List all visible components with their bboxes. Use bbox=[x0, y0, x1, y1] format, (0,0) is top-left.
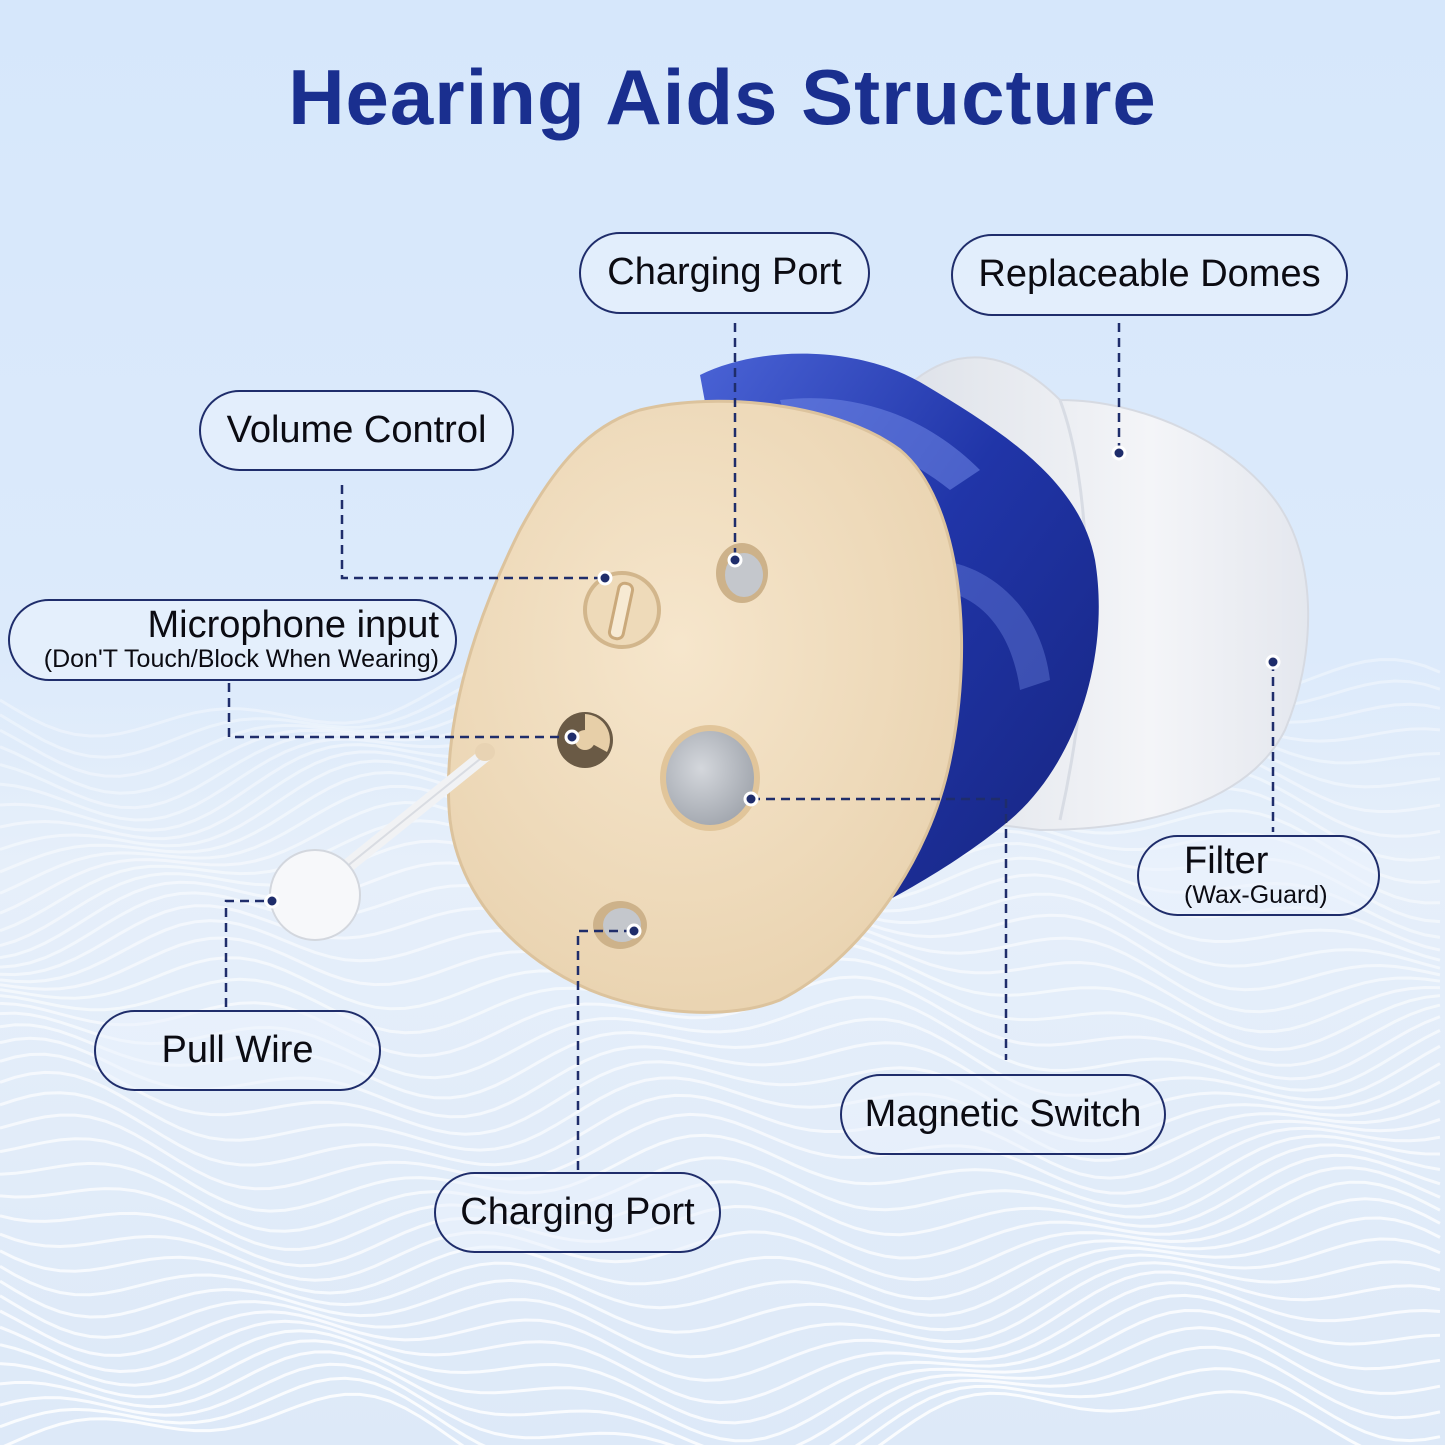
callout-charging-port-bottom: Charging Port bbox=[434, 1172, 721, 1253]
wave-line bbox=[0, 1070, 1441, 1162]
callout-label: Charging Port bbox=[460, 1190, 695, 1233]
wave-line bbox=[0, 1345, 1441, 1445]
wave-line bbox=[0, 1143, 1441, 1233]
callout-label: Volume Control bbox=[226, 408, 487, 451]
wave-line bbox=[0, 1260, 1441, 1359]
callout-microphone-input: Microphone input (Don'T Touch/Block When… bbox=[8, 599, 457, 681]
wave-line bbox=[0, 1293, 1441, 1425]
pull-wire bbox=[269, 743, 495, 941]
callout-label: Replaceable Domes bbox=[978, 253, 1321, 296]
wave-line bbox=[0, 1052, 1441, 1143]
wave-line bbox=[0, 1216, 1441, 1317]
wave-line bbox=[0, 1197, 1441, 1301]
wave-line bbox=[0, 975, 1441, 1081]
wave-line bbox=[0, 1112, 1441, 1195]
callout-note: (Wax-Guard) bbox=[1184, 880, 1328, 909]
wave-line bbox=[3, 1390, 1362, 1445]
magnetic-switch-button bbox=[660, 725, 760, 831]
callout-magnetic-switch: Magnetic Switch bbox=[840, 1074, 1166, 1155]
callout-label: Charging Port bbox=[607, 251, 842, 294]
wave-line bbox=[0, 1133, 1441, 1213]
wave-line bbox=[0, 1367, 1441, 1445]
anchor-dots bbox=[264, 445, 1281, 939]
charging-port-top-contact bbox=[716, 543, 768, 603]
wave-line bbox=[0, 1091, 1441, 1180]
microphone-port bbox=[557, 712, 613, 768]
callout-replaceable-domes: Replaceable Domes bbox=[951, 234, 1348, 316]
wave-line bbox=[0, 1237, 1441, 1334]
wave-line bbox=[0, 1308, 1441, 1443]
page-title: Hearing Aids Structure bbox=[288, 53, 1157, 141]
wave-line bbox=[0, 1270, 1441, 1382]
wave-line bbox=[0, 1281, 1441, 1405]
callout-charging-port-top: Charging Port bbox=[579, 232, 870, 314]
callout-label: Pull Wire bbox=[161, 1028, 314, 1071]
callout-label: Filter bbox=[1184, 839, 1269, 882]
callout-volume-control: Volume Control bbox=[199, 390, 514, 471]
wave-line bbox=[0, 1153, 1441, 1251]
callout-label: Microphone input bbox=[147, 604, 439, 647]
faceplate bbox=[446, 399, 964, 1014]
callout-note: (Don'T Touch/Block When Wearing) bbox=[43, 645, 439, 674]
charging-port-bottom-contact bbox=[593, 901, 647, 949]
leader-lines bbox=[224, 323, 1275, 1170]
volume-control-wheel bbox=[583, 571, 661, 649]
callout-pull-wire: Pull Wire bbox=[94, 1010, 381, 1091]
wave-line bbox=[0, 1180, 1441, 1282]
wave-line bbox=[0, 1326, 1441, 1445]
callout-filter: Filter (Wax-Guard) bbox=[1137, 835, 1380, 916]
callout-label: Magnetic Switch bbox=[864, 1092, 1142, 1135]
